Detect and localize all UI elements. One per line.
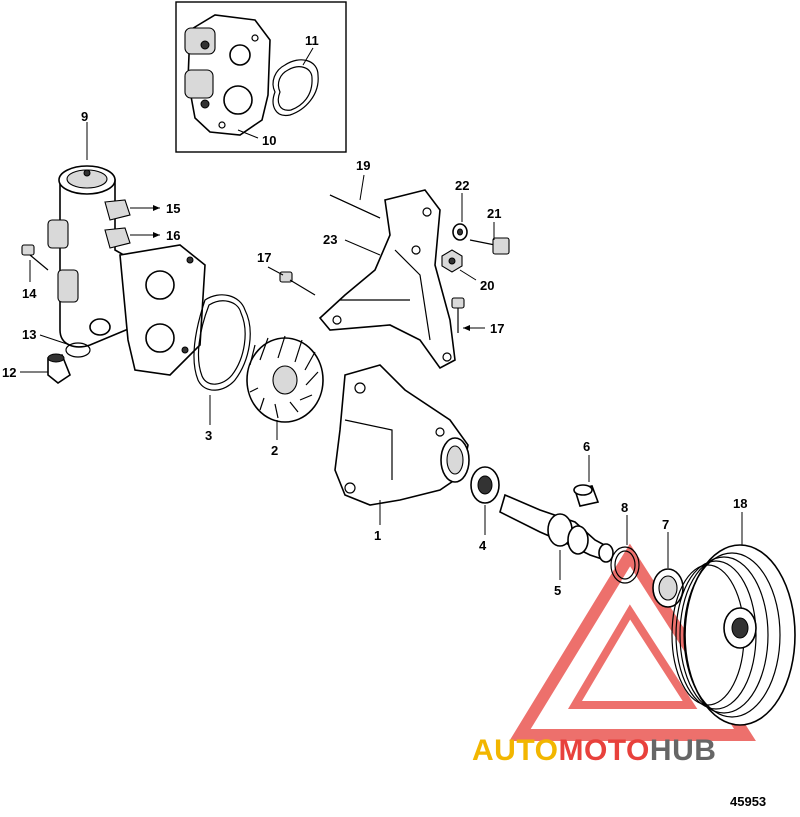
bolt-part-17-right: 17 (451, 297, 504, 336)
washer-part-22: 22 (452, 178, 469, 241)
callout-11: 11 (305, 33, 319, 48)
hose-fitting-part-15: 15 (104, 199, 180, 221)
bolt-part-17-left: 17 (257, 250, 316, 296)
watermark-wordmark: AUTOMOTOHUB (472, 734, 716, 767)
callout-1: 1 (374, 528, 381, 543)
bearing-part-4: 4 (470, 466, 500, 553)
callout-6: 6 (583, 439, 590, 454)
svg-text:AUTOMOTOHUB: AUTOMOTOHUB (472, 734, 716, 767)
callout-15: 15 (166, 201, 180, 216)
gasket-part-3: 3 (193, 294, 251, 443)
callout-2: 2 (271, 443, 278, 458)
bracket-part-23: 23 (318, 189, 456, 370)
callout-21: 21 (487, 206, 501, 221)
callout-13: 13 (22, 327, 36, 342)
callout-17-left: 17 (257, 250, 271, 265)
watermark-part-hub: HUB (650, 734, 717, 767)
callout-17-right: 17 (490, 321, 504, 336)
watermark-part-auto: AUTO (472, 734, 558, 767)
seal-part-7: 7 (652, 517, 684, 608)
pulley-part-18: 18 (671, 496, 796, 726)
callout-14: 14 (22, 286, 37, 301)
thermostat-housing-part-10 (184, 14, 271, 136)
drain-plug-part-12: 12 (2, 353, 71, 384)
callout-9: 9 (81, 109, 88, 124)
callout-22: 22 (455, 178, 469, 193)
pump-body-part-1: 1 (334, 364, 470, 543)
callout-7: 7 (662, 517, 669, 532)
callout-8: 8 (621, 500, 628, 515)
callout-19: 19 (356, 158, 370, 173)
o-ring-part-13: 13 (22, 327, 91, 358)
stud-part-19: 19 (329, 158, 381, 219)
callout-20: 20 (480, 278, 494, 293)
watermark-part-moto: MOTO (558, 734, 649, 767)
sleeve-part-6: 6 (573, 439, 600, 507)
impeller-part-2: 2 (246, 335, 324, 458)
nut-part-20: 20 (441, 249, 494, 293)
callout-5: 5 (554, 583, 561, 598)
inset-box: 11 10 (175, 1, 347, 153)
callout-3: 3 (205, 428, 212, 443)
hose-fitting-part-16: 16 (104, 227, 180, 249)
snap-ring-part-8: 8 (610, 500, 640, 584)
shaft-part-5: 5 (499, 493, 614, 598)
bolt-part-21: 21 (469, 206, 510, 255)
callout-18: 18 (733, 496, 747, 511)
thermostat-housing-part-9: 9 (47, 109, 206, 376)
diagram-id: 45953 (730, 794, 766, 809)
gasket-part-11 (272, 59, 319, 117)
screw-part-14: 14 (21, 244, 49, 301)
watermark-triangle-inner (567, 604, 698, 709)
callout-16: 16 (166, 228, 180, 243)
callout-4: 4 (479, 538, 487, 553)
callout-10: 10 (262, 133, 276, 148)
callout-12: 12 (2, 365, 16, 380)
callout-23: 23 (323, 232, 337, 247)
